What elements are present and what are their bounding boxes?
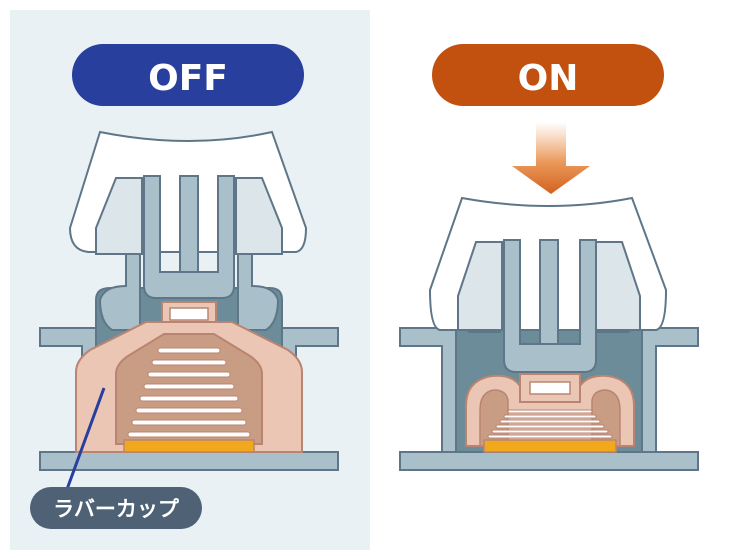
on-base-plate — [399, 451, 699, 471]
off-plunger-inner — [169, 307, 209, 321]
on-label: ON — [518, 58, 579, 99]
on-stem — [503, 239, 597, 373]
off-label: OFF — [148, 58, 228, 99]
off-stem-center — [179, 175, 199, 273]
on-spring — [487, 409, 613, 439]
on-plunger-inner — [529, 381, 571, 395]
off-base-plate — [39, 451, 339, 471]
callout-label: ラバーカップ — [53, 497, 180, 521]
on-contact-plate — [483, 439, 617, 453]
off-contact-plate — [123, 439, 255, 453]
on-stem-center — [539, 239, 559, 345]
down-arrow-icon — [512, 122, 590, 194]
off-stem — [143, 175, 235, 299]
off-switch-illustration — [39, 130, 339, 471]
off-label-pill: OFF — [72, 44, 304, 106]
off-keycap-wall-left — [95, 177, 143, 255]
on-label-pill: ON — [432, 44, 664, 106]
off-spring — [127, 347, 251, 438]
on-switch-illustration — [399, 196, 699, 471]
callout-rubber-cup: ラバーカップ — [30, 487, 202, 529]
on-keycap-wall-left — [457, 241, 503, 331]
callout-leader-line — [64, 387, 106, 493]
off-keycap-wall-right — [235, 177, 283, 255]
